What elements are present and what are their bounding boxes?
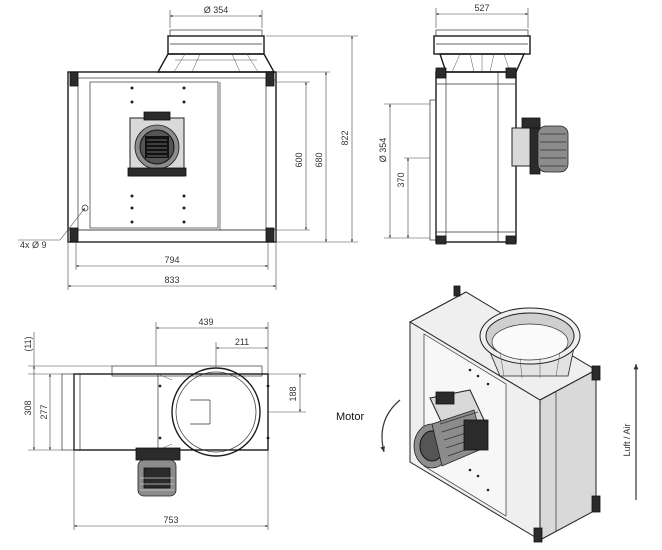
dim-753: 753: [163, 515, 178, 525]
side-view: 527 Ø 354 370: [378, 3, 569, 245]
dim-370: 370: [396, 172, 406, 187]
dim-680: 680: [314, 152, 324, 167]
top-inlet-circle: [171, 367, 261, 457]
iso-motor: [413, 389, 489, 469]
front-inlet-collar: [156, 29, 276, 73]
front-view: Ø 354 600 680 822 4x Ø 9 794 833: [18, 5, 358, 290]
dim-dia-354-top: Ø 354: [204, 5, 229, 15]
dim-600: 600: [294, 152, 304, 167]
dim-dia-354-side: Ø 354: [378, 138, 388, 163]
rotation-arrow-icon: [380, 399, 401, 453]
side-motor: [511, 117, 569, 175]
top-dimensions: 439 211 308 277 (11) 188 753: [23, 317, 306, 530]
side-dimensions: 527 Ø 354 370: [378, 3, 529, 239]
front-panel: [89, 81, 219, 229]
dim-211: 211: [235, 337, 249, 347]
dim-188: 188: [288, 386, 298, 401]
airflow-label: Luft / Air: [622, 423, 632, 456]
front-rivets: [130, 86, 186, 224]
side-inlet-collar: [433, 29, 531, 73]
top-housing: [73, 373, 269, 451]
dim-833: 833: [164, 275, 179, 285]
dim-439: 439: [198, 317, 213, 327]
dim-794: 794: [164, 255, 179, 265]
side-housing: [435, 71, 517, 243]
motor-label: Motor: [336, 411, 364, 423]
top-motor: [135, 447, 181, 497]
dim-527: 527: [474, 3, 489, 13]
dim-822: 822: [340, 130, 350, 145]
top-view: 439 211 308 277 (11) 188 753: [23, 317, 306, 530]
dim-277: 277: [39, 404, 49, 419]
dim-11: (11): [23, 336, 33, 351]
dim-308: 308: [23, 400, 33, 415]
iso-inlet-collar: [479, 307, 581, 379]
dim-holes-4x9: 4x Ø 9: [20, 240, 47, 250]
front-dimensions: Ø 354 600 680 822 4x Ø 9 794 833: [18, 5, 358, 290]
mounting-hole: [81, 204, 89, 212]
isometric-view: Motor Luft / Air: [336, 285, 639, 543]
iso-side-panel: [539, 369, 597, 541]
front-motor: [127, 111, 187, 177]
